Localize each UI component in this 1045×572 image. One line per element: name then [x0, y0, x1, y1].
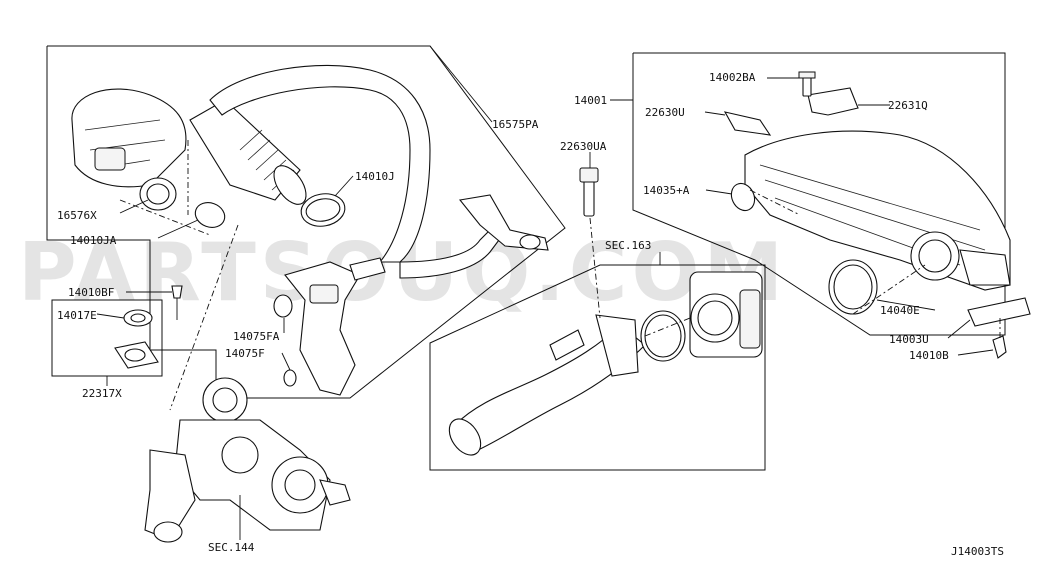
- label-14010J[interactable]: 14010J: [355, 170, 395, 183]
- label-14040E[interactable]: 14040E: [880, 304, 920, 317]
- label-14002BA[interactable]: 14002BA: [709, 71, 756, 84]
- label-14001[interactable]: 14001: [574, 94, 607, 107]
- reference-lines: [119, 140, 1001, 411]
- label-14035A[interactable]: 14035+A: [643, 184, 690, 197]
- label-14010BF[interactable]: 14010BF: [68, 286, 114, 299]
- label-14010B[interactable]: 14010B: [909, 349, 949, 362]
- part-labels: 16575PA 16576X 14010JA 14010J 14010BF 14…: [57, 71, 1004, 558]
- throttle-frame: [429, 264, 766, 471]
- intake-manifold-assembly: [723, 71, 1031, 359]
- label-16575PA[interactable]: 16575PA: [492, 118, 539, 131]
- label-14017E[interactable]: 14017E: [57, 309, 97, 322]
- leader-lines: [96, 45, 994, 540]
- label-22630U[interactable]: 22630U: [645, 106, 685, 119]
- label-sec-163[interactable]: SEC.163: [605, 239, 651, 252]
- manifold-frame: [632, 52, 1006, 336]
- diagram-code: J14003TS: [951, 545, 1004, 558]
- label-14003U[interactable]: 14003U: [889, 333, 929, 346]
- label-16576X[interactable]: 16576X: [57, 209, 97, 222]
- label-14075FA[interactable]: 14075FA: [233, 330, 280, 343]
- label-14010JA[interactable]: 14010JA: [70, 234, 117, 247]
- label-22317X[interactable]: 22317X: [82, 387, 122, 400]
- clip-kit: [114, 285, 183, 369]
- air-duct-assembly: [71, 64, 549, 396]
- label-22631Q[interactable]: 22631Q: [888, 99, 928, 112]
- label-14075F[interactable]: 14075F: [225, 347, 265, 360]
- turbocharger-assembly: [144, 377, 351, 543]
- label-sec-144[interactable]: SEC.144: [208, 541, 255, 554]
- air-duct-frame: [46, 45, 566, 399]
- label-22630UA[interactable]: 22630UA: [560, 140, 607, 153]
- throttle-assembly: [448, 167, 763, 456]
